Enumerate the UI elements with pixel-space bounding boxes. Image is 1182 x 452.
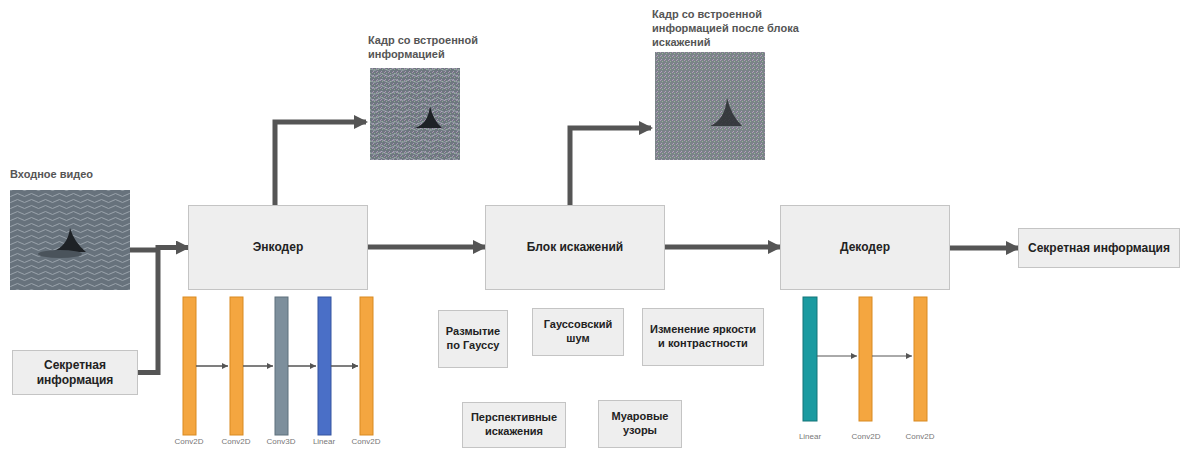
- layer-name: Conv2D: [899, 432, 941, 442]
- decoder-layers: [803, 297, 927, 421]
- encoder-layers: [183, 297, 373, 435]
- node-text: Секретная информация: [1028, 241, 1170, 256]
- node-text: Гауссовский шум: [539, 318, 617, 346]
- distortion-box: Изменение яркости и контрастности: [642, 308, 764, 366]
- image-caption: Кадр со встроенной информацией после бло…: [652, 8, 812, 49]
- output-box: Секретная информация: [1018, 228, 1180, 268]
- flow-arrow: [138, 248, 188, 373]
- node-text: Декодер: [840, 240, 890, 255]
- output-frame-arrow: [275, 122, 366, 205]
- layer-name: Linear: [790, 432, 830, 442]
- distortion-box: Размытие по Гауссу: [438, 310, 508, 368]
- process-box: Энкодер: [188, 205, 368, 290]
- node-text: Секретная информация: [19, 358, 131, 388]
- distortion-box: Гауссовский шум: [532, 308, 624, 356]
- layer-name: Conv3D: [261, 437, 301, 447]
- distorted-frame: [655, 52, 765, 160]
- node-text: Блок искажений: [527, 240, 624, 255]
- flow-arrow: [368, 245, 485, 250]
- layer-name: Linear: [304, 437, 344, 447]
- input-frame: [10, 190, 130, 290]
- image-caption: Входное видео: [10, 168, 140, 182]
- image-caption: Кадр со встроенной информацией: [368, 34, 508, 62]
- flow-arrow: [665, 245, 780, 250]
- process-box: Блок искажений: [485, 205, 665, 290]
- distortion-box: Муаровые узоры: [598, 400, 682, 448]
- layer-name: Conv2D: [346, 437, 386, 447]
- node-text: Энкодер: [253, 240, 303, 255]
- distortion-box: Перспективные искажения: [462, 402, 566, 448]
- input-line: [130, 248, 158, 253]
- input-box: Секретная информация: [12, 350, 138, 395]
- node-text: Перспективные искажения: [469, 411, 559, 439]
- node-text: Размытие по Гауссу: [445, 325, 501, 353]
- encoded-frame: [370, 68, 460, 160]
- layer-name: Conv2D: [216, 437, 256, 447]
- process-box: Декодер: [780, 205, 950, 290]
- layer-name: Conv2D: [845, 432, 887, 442]
- layer-name: Conv2D: [169, 437, 209, 447]
- distorted-frame-arrow: [570, 128, 651, 205]
- node-text: Изменение яркости и контрастности: [649, 323, 757, 351]
- flow-arrow: [950, 246, 1018, 251]
- node-text: Муаровые узоры: [605, 410, 675, 438]
